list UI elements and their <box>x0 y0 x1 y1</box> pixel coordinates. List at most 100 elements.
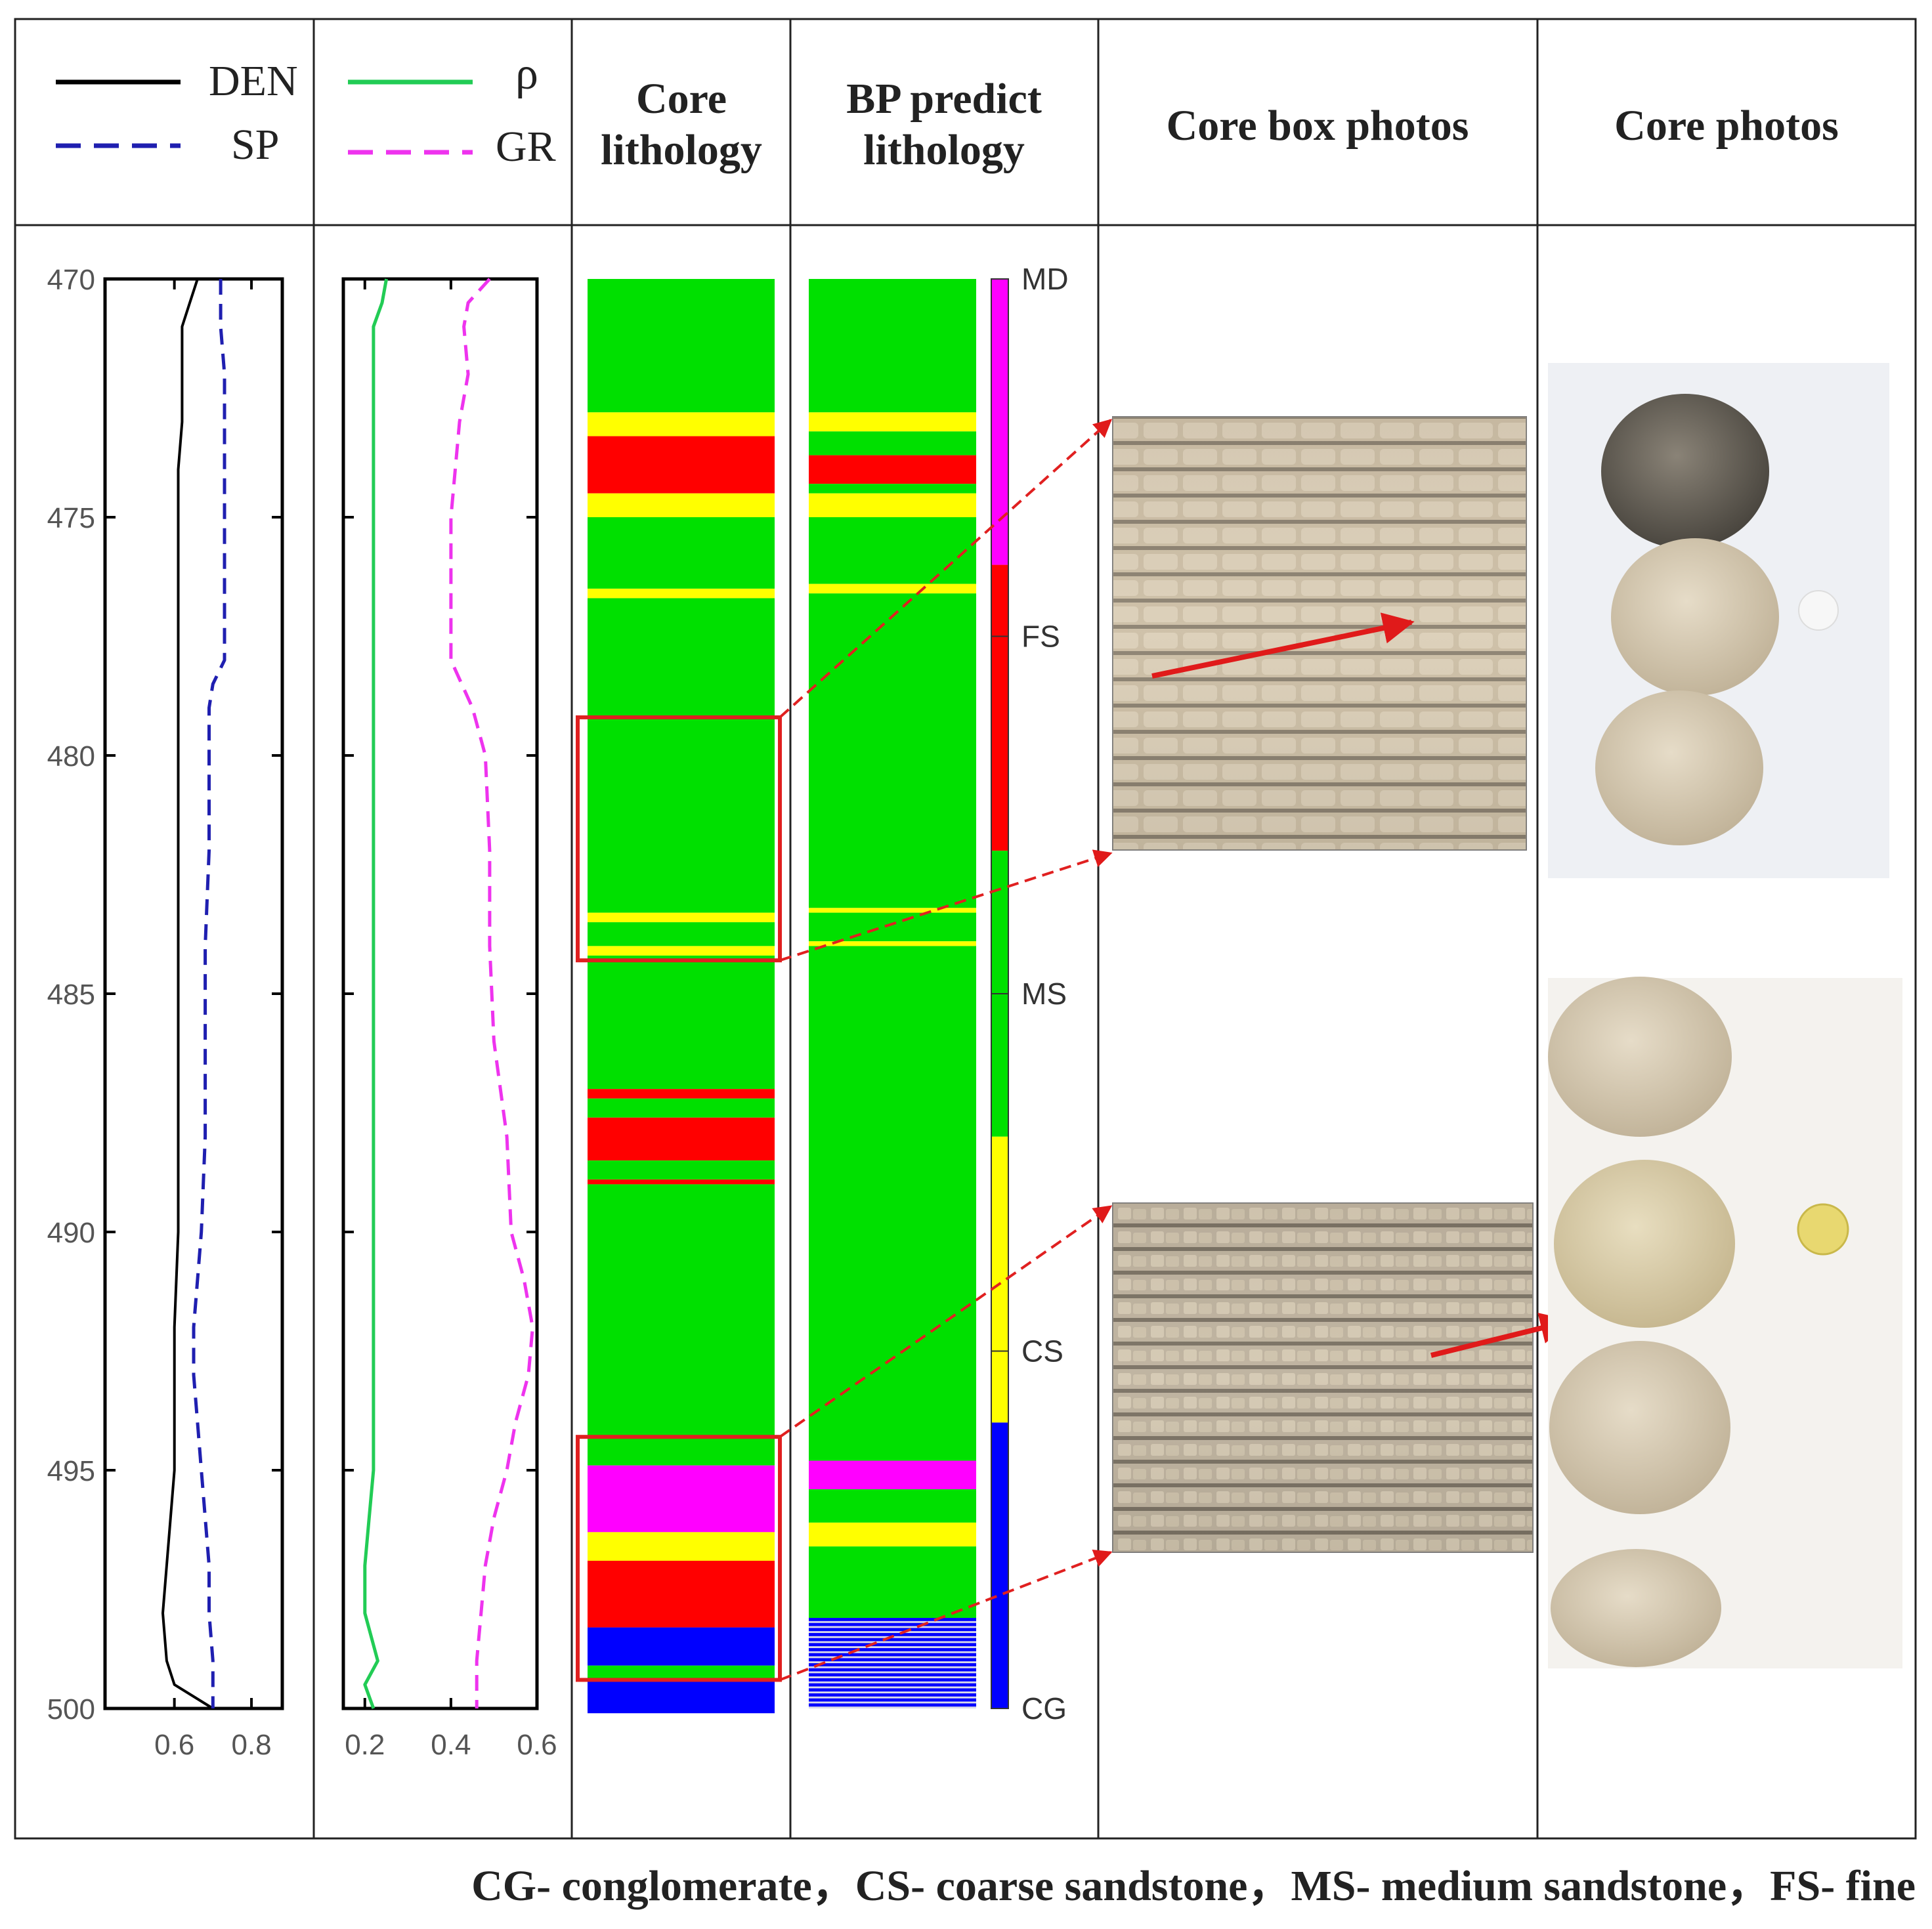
lith-stripe-cg <box>809 1628 976 1632</box>
lith-interval-cs <box>809 908 976 913</box>
header-core-box-photos: Core box photos <box>1167 102 1469 150</box>
lith-stripe-cg <box>809 1658 976 1662</box>
lith-stripe-cg <box>809 1638 976 1642</box>
lith-interval-cs <box>809 583 976 594</box>
track-rho-gr: 0.2 0.4 0.6 <box>341 277 557 1761</box>
lith-interval-ms <box>588 598 775 913</box>
curve-sp <box>192 279 226 1708</box>
depth-tick-label: 485 <box>47 979 95 1011</box>
lith-interval-ms <box>588 517 775 589</box>
lith-stripe-cg <box>809 1663 976 1666</box>
lith-stripe-cg <box>809 1678 976 1682</box>
lith-interval-fs <box>588 1179 775 1185</box>
upper-photo-arrow <box>1151 612 1415 679</box>
bp-lithology-column <box>809 279 976 1708</box>
scale-segment-md <box>991 279 1008 565</box>
lith-interval-fs <box>588 1117 775 1161</box>
lith-stripe-cg <box>809 1693 976 1697</box>
track1-curves <box>161 278 226 1710</box>
x-tick-label: 0.6 <box>154 1729 194 1761</box>
lith-interval-ms <box>809 1489 976 1523</box>
table-grid <box>14 18 1917 1840</box>
lith-interval-cs <box>588 493 775 517</box>
rho-legend-label: ρ <box>515 49 538 99</box>
scale-segment-cg <box>991 1422 1008 1708</box>
lith-interval-cs <box>588 412 775 436</box>
lith-interval-ms <box>809 593 976 908</box>
lith-interval-cs <box>588 946 775 956</box>
curve-den <box>161 278 214 1710</box>
track2-x-ticks: 0.2 0.4 0.6 <box>345 279 557 1761</box>
x-tick-label: 0.6 <box>517 1729 557 1761</box>
lith-interval-ms <box>809 279 976 413</box>
curve-rho <box>363 278 389 1709</box>
depth-tick-label: 490 <box>47 1217 95 1249</box>
curve-gr <box>449 278 534 1708</box>
header-core-lithology-line1: Core <box>636 75 727 123</box>
lith-stripe-cg <box>809 1688 976 1692</box>
lith-interval-ms <box>588 1184 775 1466</box>
lith-interval-ms <box>809 1546 976 1619</box>
lith-stripe-cg <box>809 1698 976 1702</box>
highlight-box <box>576 715 782 963</box>
lith-interval-cs <box>809 1522 976 1547</box>
lith-interval-cg <box>588 1680 775 1714</box>
lith-stripe-cg <box>809 1633 976 1636</box>
lith-interval-cs <box>588 588 775 599</box>
header-bp-lithology-line2: lithology <box>863 126 1025 174</box>
lithology-label-fs: FS <box>1021 620 1060 654</box>
lithology-label-cg: CG <box>1021 1691 1067 1726</box>
header-core-lithology-line2: lithology <box>601 126 762 174</box>
den-legend-label: DEN <box>209 57 298 105</box>
x-tick-label: 0.4 <box>431 1729 471 1761</box>
lithology-label-md: MD <box>1021 262 1069 296</box>
lith-interval-ms <box>588 1160 775 1180</box>
lith-stripe-cg <box>809 1622 976 1626</box>
figure-caption: CG- conglomerate，CS- coarse sandstone，MS… <box>471 1862 1916 1910</box>
lith-interval-cs <box>809 412 976 432</box>
scale-segment-cs <box>991 1136 1008 1423</box>
lith-interval-ms <box>809 431 976 456</box>
track2-depth-ticks <box>343 278 537 1710</box>
lithology-scale-bar: MD FS MS CS CG <box>991 262 1069 1726</box>
lithology-label-cs: CS <box>1021 1334 1063 1368</box>
legend-rho-gr: ρ GR <box>348 49 556 171</box>
core-photo-upper <box>1548 363 1889 878</box>
lith-interval-ms <box>809 484 976 494</box>
core-box-photo-upper <box>1112 416 1527 851</box>
header-core-photos: Core photos <box>1614 102 1839 150</box>
lith-stripe-cg <box>809 1653 976 1657</box>
lith-interval-fs <box>588 1089 775 1099</box>
lith-interval-ms <box>809 946 976 1461</box>
lith-stripe-cg <box>809 1673 976 1677</box>
lith-interval-md <box>809 1460 976 1490</box>
lith-interval-cs <box>809 493 976 517</box>
core-photo-lower <box>1548 977 1902 1668</box>
lith-stripe-cg <box>809 1703 976 1707</box>
depth-tick-label: 475 <box>47 502 95 534</box>
lithology-label-ms: MS <box>1021 977 1067 1011</box>
lith-stripe-cg <box>809 1643 976 1647</box>
lith-stripe-cg <box>809 1648 976 1651</box>
connector-bottom <box>779 1550 1113 1682</box>
lith-interval-fs <box>809 455 976 484</box>
lith-interval-cs <box>588 1532 775 1561</box>
lith-interval-ms <box>809 517 976 584</box>
lith-interval-md <box>588 1465 775 1533</box>
depth-tick-label: 500 <box>47 1693 95 1726</box>
lower-photo-arrow <box>1430 1313 1572 1358</box>
lith-interval-ms <box>588 955 775 1090</box>
lith-interval-ms <box>588 279 775 413</box>
core-box-photo-lower <box>1112 1202 1572 1553</box>
connector-bottom <box>779 849 1113 962</box>
x-tick-label: 0.2 <box>345 1729 385 1761</box>
lith-interval-cs <box>809 941 976 946</box>
highlight-box <box>576 1435 782 1682</box>
lith-stripe-cg <box>809 1618 976 1621</box>
lith-stripe-cg <box>809 1668 976 1672</box>
lith-interval-fs <box>588 1560 775 1628</box>
gr-legend-label: GR <box>496 123 556 171</box>
